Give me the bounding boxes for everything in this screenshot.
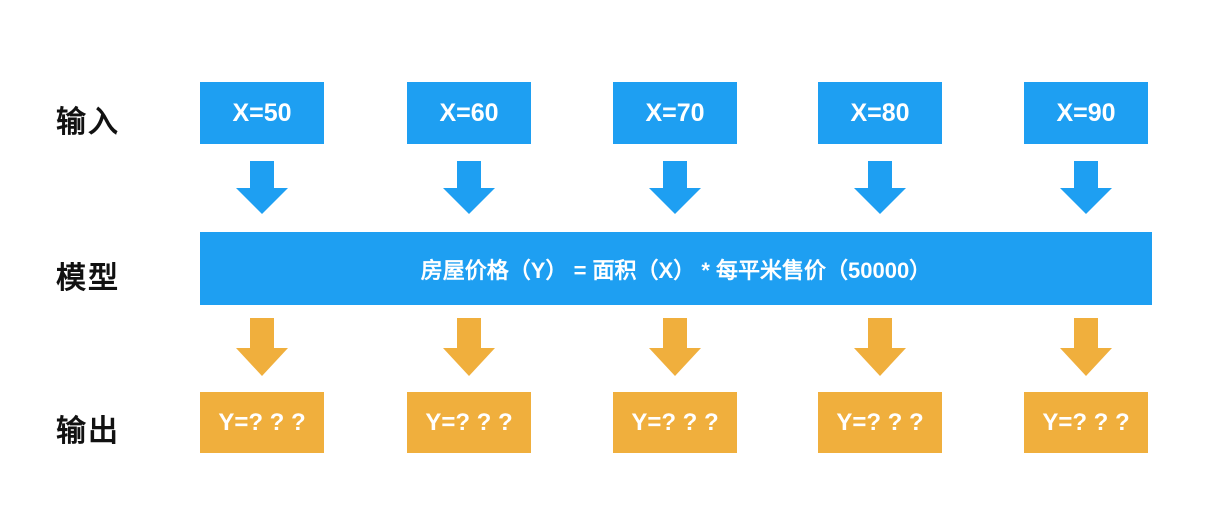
down-arrow-icon: [854, 161, 906, 214]
arrow-stem: [457, 161, 481, 188]
output-node-3: Y=? ? ?: [613, 392, 737, 453]
output-node-5: Y=? ? ?: [1024, 392, 1148, 453]
output-node-4: Y=? ? ?: [818, 392, 942, 453]
arrow-stem: [868, 161, 892, 188]
model-formula-bar: 房屋价格（Y） = 面积（X） * 每平米售价（50000）: [200, 232, 1152, 305]
arrow-head: [649, 188, 701, 214]
input-node-x80: X=80: [818, 82, 942, 144]
down-arrow-icon: [236, 318, 288, 376]
arrow-head: [649, 348, 701, 376]
arrow-stem: [663, 318, 687, 348]
down-arrow-icon: [854, 318, 906, 376]
output-node-2: Y=? ? ?: [407, 392, 531, 453]
arrow-head: [854, 348, 906, 376]
arrow-head: [1060, 188, 1112, 214]
down-arrow-icon: [649, 161, 701, 214]
down-arrow-icon: [236, 161, 288, 214]
arrow-stem: [663, 161, 687, 188]
row-label-output: 输出: [56, 415, 120, 448]
output-node-1: Y=? ? ?: [200, 392, 324, 453]
arrow-stem: [457, 318, 481, 348]
input-node-x90: X=90: [1024, 82, 1148, 144]
arrow-stem: [1074, 318, 1098, 348]
down-arrow-icon: [1060, 318, 1112, 376]
down-arrow-icon: [649, 318, 701, 376]
arrow-stem: [1074, 161, 1098, 188]
input-node-x70: X=70: [613, 82, 737, 144]
input-node-x60: X=60: [407, 82, 531, 144]
down-arrow-icon: [443, 161, 495, 214]
arrow-head: [236, 348, 288, 376]
arrow-head: [1060, 348, 1112, 376]
row-label-model: 模型: [56, 262, 120, 295]
arrow-head: [443, 348, 495, 376]
row-label-input: 输入: [56, 106, 120, 139]
arrow-stem: [250, 318, 274, 348]
arrow-head: [443, 188, 495, 214]
arrow-stem: [868, 318, 892, 348]
input-node-x50: X=50: [200, 82, 324, 144]
down-arrow-icon: [443, 318, 495, 376]
model-formula-text: 房屋价格（Y） = 面积（X） * 每平米售价（50000）: [420, 257, 932, 283]
arrow-head: [236, 188, 288, 214]
arrow-head: [854, 188, 906, 214]
arrow-stem: [250, 161, 274, 188]
down-arrow-icon: [1060, 161, 1112, 214]
